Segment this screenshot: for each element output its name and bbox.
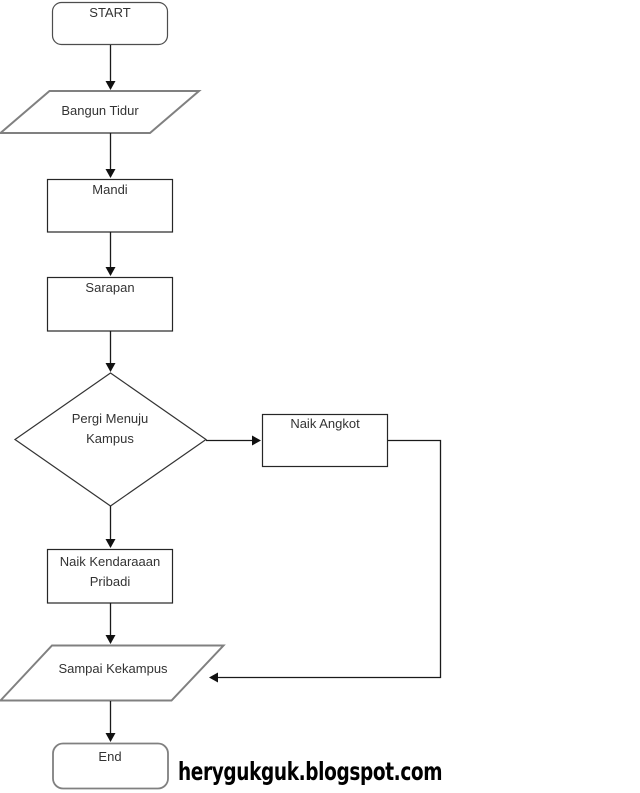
sampai-kekampus-label: Sampai Kekampus <box>58 661 168 676</box>
kendaraan-process-shape <box>46 548 174 604</box>
sarapan-process-shape <box>46 276 174 332</box>
naik-angkot-label: Naik Angkot <box>290 416 360 431</box>
arrowhead-down-icon <box>105 733 116 742</box>
arrowhead-left-icon <box>209 672 218 683</box>
arrowhead-down-icon <box>105 363 116 372</box>
arrowheads <box>105 81 261 742</box>
kendaraan-label-line2: Pribadi <box>89 574 131 589</box>
sampai-kekampus-parallelogram-shape <box>0 644 226 702</box>
kendaraan-label: Naik Kendaraaan Pribadi <box>47 552 173 592</box>
arrowhead-down-icon <box>105 267 116 276</box>
decision-label-line2: Kampus <box>86 431 134 446</box>
arrowhead-right-icon <box>252 435 261 446</box>
naik-angkot-process-shape <box>261 413 389 468</box>
arrowhead-down-icon <box>105 635 116 644</box>
edge-angkot-sampai-loop <box>218 439 442 679</box>
decision-label-line1: Pergi Menuju <box>71 411 149 426</box>
bangun-tidur-label: Bangun Tidur <box>61 103 139 118</box>
watermark-blog-url: herygukguk.blogspot.com <box>178 757 443 786</box>
sarapan-label: Sarapan <box>85 280 135 295</box>
end-label: End <box>98 749 122 764</box>
arrowhead-down-icon <box>105 81 116 90</box>
arrowhead-down-icon <box>105 539 116 548</box>
kendaraan-label-line1: Naik Kendaraaan <box>59 554 161 569</box>
mandi-process-shape <box>46 178 174 233</box>
start-terminator-shape <box>51 1 169 46</box>
end-terminator-shape <box>52 742 169 790</box>
start-label: START <box>89 5 131 20</box>
mandi-label: Mandi <box>92 182 128 197</box>
bangun-tidur-parallelogram-shape <box>0 90 202 134</box>
connector-lines <box>109 45 442 733</box>
decision-label: Pergi Menuju Kampus <box>35 409 185 449</box>
arrowhead-down-icon <box>105 169 116 178</box>
